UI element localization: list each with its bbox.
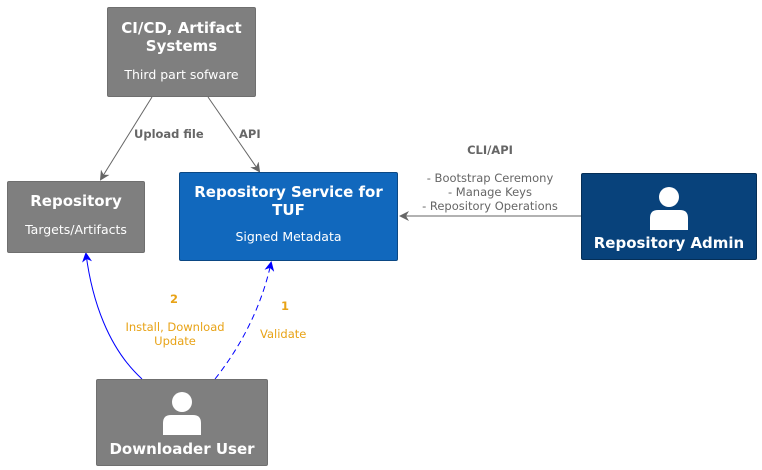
downloader-user-node: Downloader User xyxy=(96,379,268,466)
cicd-artifact-systems-node: CI/CD, Artifact Systems Third part sofwa… xyxy=(107,7,256,97)
repo-admin-title: Repository Admin xyxy=(593,234,745,252)
cli-op-manage-keys: - Manage Keys xyxy=(448,185,532,199)
cli-api-label-group: CLI/API - Bootstrap Ceremony - Manage Ke… xyxy=(410,143,570,213)
install-download-label: Install, Download Update xyxy=(115,320,235,348)
edge-validate xyxy=(214,261,275,380)
edge-api xyxy=(207,96,261,173)
repository-title: Repository xyxy=(30,192,122,210)
edge-upload-file xyxy=(99,96,153,181)
downloader-title: Downloader User xyxy=(109,440,255,458)
api-label: API xyxy=(239,127,261,141)
repository-admin-node: Repository Admin xyxy=(581,173,757,260)
cicd-title-line1: CI/CD, Artifact xyxy=(121,19,242,37)
repository-subtitle: Targets/Artifacts xyxy=(25,222,127,237)
repository-node: Repository Targets/Artifacts xyxy=(7,181,145,253)
validate-label: Validate xyxy=(260,327,307,341)
person-icon xyxy=(163,392,201,435)
upload-file-label: Upload file xyxy=(134,127,204,141)
step-2-number: 2 xyxy=(170,292,179,306)
cicd-title-line2: Systems xyxy=(145,37,218,55)
repo-service-subtitle: Signed Metadata xyxy=(235,229,342,244)
cli-op-bootstrap: - Bootstrap Ceremony xyxy=(426,171,554,185)
install-download-line1: Install, Download xyxy=(125,320,225,334)
step-1-number: 1 xyxy=(281,299,290,313)
install-download-line2: Update xyxy=(154,334,196,348)
repo-service-title-line1: Repository Service for xyxy=(194,183,383,201)
cli-op-repo-operations: - Repository Operations xyxy=(422,199,558,213)
repository-service-tuf-node: Repository Service for TUF Signed Metada… xyxy=(179,172,398,261)
cicd-subtitle: Third part sofware xyxy=(124,67,239,82)
repo-service-title-line2: TUF xyxy=(272,201,305,219)
person-icon xyxy=(650,187,688,230)
edge-install-download xyxy=(82,252,143,380)
cli-api-label: CLI/API xyxy=(467,143,513,157)
